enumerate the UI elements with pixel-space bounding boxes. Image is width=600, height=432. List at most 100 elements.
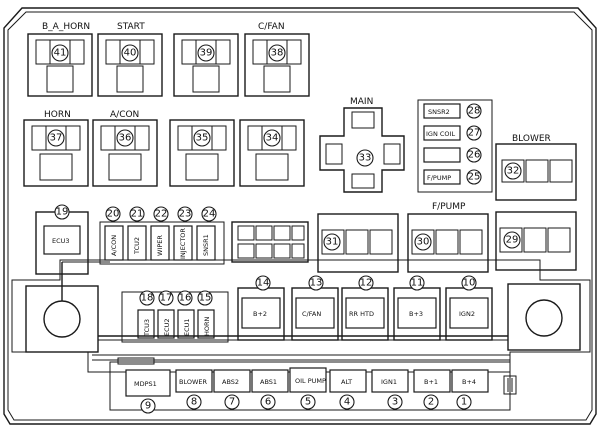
label-f-pump-small: F/PUMP <box>427 174 451 182</box>
num-10: 10 <box>463 278 476 289</box>
spare-fuse-block <box>231 221 309 263</box>
relay-37: 37 <box>23 119 89 187</box>
relay-34: 34 <box>239 119 305 187</box>
num-13: 13 <box>310 278 323 289</box>
num-33: 33 <box>359 153 372 164</box>
label-injector: INJECTOR <box>179 228 187 259</box>
label-b1: B+1 <box>424 378 438 386</box>
label-b3: B+3 <box>409 310 423 318</box>
relay-31: 31 <box>317 213 399 273</box>
num-36: 36 <box>119 133 132 144</box>
relay-38: 38 <box>244 33 310 97</box>
num-12: 12 <box>360 278 373 289</box>
label-mdps1: MDPS1 <box>134 380 157 388</box>
relay-39: 39 <box>173 33 239 97</box>
relay-40: 40 <box>97 33 163 97</box>
num-31: 31 <box>326 237 339 248</box>
num-2: 2 <box>428 397 434 408</box>
label-horn-v: HORN <box>203 316 211 336</box>
fuse-14-b2: B+2 14 <box>237 275 285 341</box>
label-horn: HORN <box>44 110 71 120</box>
label-snsr1: SNSR1 <box>202 234 210 256</box>
label-ign-coil: IGN COIL <box>426 130 455 138</box>
num-8: 8 <box>191 397 197 408</box>
num-38: 38 <box>271 48 284 59</box>
bus-bar <box>61 261 510 361</box>
label-main: MAIN <box>350 97 373 107</box>
num-35: 35 <box>196 133 209 144</box>
num-9: 9 <box>145 401 151 412</box>
label-ecu1: ECU1 <box>183 318 191 336</box>
num-40: 40 <box>124 48 137 59</box>
relay-41: 41 <box>27 33 93 97</box>
label-oil-pump: OIL PUMP <box>295 377 326 385</box>
label-c-fan-mid: C/FAN <box>302 310 321 318</box>
bottom-fuse-rail <box>109 357 517 411</box>
relay-29: 29 <box>495 211 577 271</box>
bolt-terminal-right <box>507 283 581 351</box>
num-5: 5 <box>305 397 311 408</box>
num-25: 25 <box>468 172 481 183</box>
num-32: 32 <box>507 166 520 177</box>
relay-30: 30 <box>407 213 489 273</box>
fuse-2-b1: B+1 2 <box>413 369 451 410</box>
num-22: 22 <box>155 209 168 220</box>
relay-32: 32 <box>495 143 577 201</box>
label-snsr2: SNSR2 <box>428 108 450 116</box>
relay-35: 35 <box>169 119 235 187</box>
num-26: 26 <box>468 150 481 161</box>
num-34: 34 <box>266 133 279 144</box>
num-3: 3 <box>392 397 398 408</box>
fuse-3-ign1: IGN1 3 <box>371 369 409 410</box>
label-alt: ALT <box>341 378 352 386</box>
num-24: 24 <box>203 209 216 220</box>
fuse-group-25-28: SNSR2 28 IGN COIL 27 26 F/PUMP 25 <box>417 99 493 193</box>
num-18: 18 <box>141 293 154 304</box>
num-7: 7 <box>229 397 235 408</box>
label-b2: B+2 <box>253 310 267 318</box>
housing-outline <box>3 7 597 425</box>
label-tcu2: TCU2 <box>133 237 141 255</box>
fuse-8-blower: BLOWER 8 <box>175 369 213 410</box>
num-30: 30 <box>417 237 430 248</box>
fuse-9-mdps1: MDPS1 9 <box>125 369 171 414</box>
num-37: 37 <box>50 133 63 144</box>
label-ecu3: ECU3 <box>52 237 70 245</box>
label-c-fan-top: C/FAN <box>258 22 285 32</box>
label-f-pump-top: F/PUMP <box>432 202 466 212</box>
label-ecu2: ECU2 <box>163 318 171 336</box>
num-4: 4 <box>344 397 350 408</box>
relay-36: 36 <box>92 119 158 187</box>
label-blower-bot: BLOWER <box>179 378 207 386</box>
label-a-con: A/CON <box>110 110 139 120</box>
fuse-19-ecu3: ECU3 19 <box>35 204 89 275</box>
num-19: 19 <box>56 207 69 218</box>
num-14: 14 <box>257 278 270 289</box>
fuse-10-ign2: IGN2 10 <box>445 275 493 341</box>
num-39: 39 <box>200 48 213 59</box>
label-tcu3: TCU3 <box>143 319 151 337</box>
label-a-con-v: A/CON <box>110 235 118 256</box>
num-41: 41 <box>54 48 67 59</box>
num-20: 20 <box>107 209 120 220</box>
fuse-12-rr-htd: RR HTD 12 <box>341 275 389 341</box>
num-1: 1 <box>461 397 467 408</box>
label-abs2: ABS2 <box>222 378 239 386</box>
housing-inner-line <box>7 11 593 421</box>
fuse-7-abs2: ABS2 7 <box>213 369 251 410</box>
fuse-13-c-fan: C/FAN 13 <box>291 275 339 341</box>
label-ign1: IGN1 <box>381 378 397 386</box>
fuse-4-alt: ALT 4 <box>329 369 367 410</box>
label-wiper: WIPER <box>156 235 164 256</box>
label-b4: B+4 <box>462 378 476 386</box>
label-rr-htd: RR HTD <box>349 310 374 318</box>
num-11: 11 <box>411 278 424 289</box>
fuse-1-b4: B+4 1 <box>451 369 489 410</box>
fuse-6-abs1: ABS1 6 <box>251 369 289 410</box>
fuse-group-15-18: TCU3 ECU2 ECU1 HORN 18 17 16 15 <box>121 290 229 343</box>
fuse-5-oil-pump: OIL PUMP 5 <box>289 367 327 410</box>
label-blower-top: BLOWER <box>512 134 551 144</box>
num-16: 16 <box>179 293 192 304</box>
